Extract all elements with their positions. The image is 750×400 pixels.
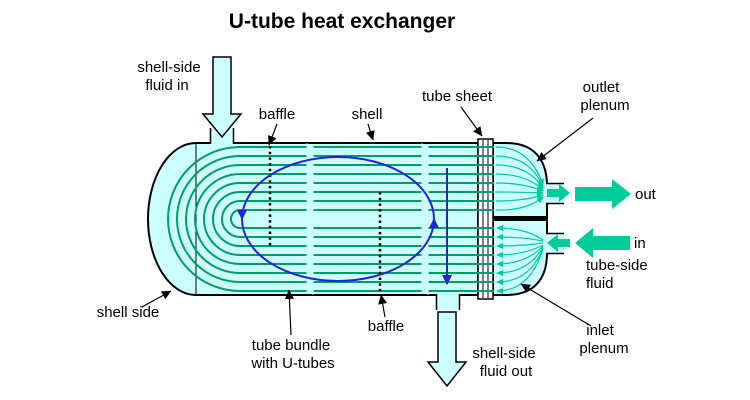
label-tube-bundle-line1: tube bundle — [252, 337, 330, 354]
shell-outline — [147, 142, 479, 296]
tube-sheet — [477, 138, 494, 300]
circulation-top-arc — [237, 156, 435, 220]
baffle-bottom-pointer — [378, 294, 388, 318]
label-shell-side: shell side — [97, 304, 160, 321]
circulation-bottom-arc — [241, 218, 439, 282]
shell-side-fluid-in-arrow — [201, 56, 243, 139]
baffle-top-pointer — [267, 123, 278, 146]
label-tube-sheet: tube sheet — [422, 88, 493, 105]
shell-pointer — [366, 123, 375, 141]
tube-bundle-pointer — [284, 289, 294, 336]
diagram-title: U-tube heat exchanger — [229, 10, 455, 33]
label-outlet-plenum-line1: outlet — [583, 79, 621, 96]
outlet-plenum-flow — [495, 146, 544, 211]
plenum-partition — [493, 216, 546, 221]
label-shell-side-fluid-out-line2: fluid out — [480, 363, 533, 380]
plenum-cap — [492, 142, 564, 296]
label-tube-bundle-line2: with U-tubes — [250, 355, 334, 372]
shell-side-pointer — [141, 290, 172, 308]
label-inlet-plenum-line2: plenum — [579, 340, 628, 357]
outlet-nozzle-arrow — [547, 184, 570, 202]
label-shell-side-fluid-out-line1: shell-side — [472, 345, 535, 362]
tube-sheet-pointer — [460, 106, 483, 137]
label-shell-side-fluid-in-line1: shell-side — [137, 59, 200, 76]
label-baffle-top: baffle — [259, 106, 295, 123]
label-baffle-bottom: baffle — [368, 318, 404, 335]
label-tube-side-fluid-line1: tube-side — [586, 257, 648, 274]
label-shell: shell — [352, 106, 383, 123]
inlet-plenum-flow — [496, 225, 544, 294]
label-outlet-plenum-line2: plenum — [580, 97, 629, 114]
label-pointers — [141, 106, 594, 336]
label-out: out — [635, 186, 657, 203]
label-tube-side-fluid-line2: fluid — [586, 275, 614, 292]
shell-side-fluid-out-arrow — [426, 311, 468, 388]
inlet-nozzle-arrow — [547, 234, 570, 252]
label-in: in — [634, 235, 646, 252]
inlet-plenum-pointer — [520, 283, 592, 327]
out-arrow — [575, 179, 631, 209]
in-arrow — [575, 228, 630, 258]
label-shell-side-fluid-in-line2: fluid in — [145, 77, 188, 94]
labels: shell-side fluid in baffle shell tube sh… — [97, 59, 657, 380]
shell-side-circulation — [237, 156, 452, 285]
label-inlet-plenum-line1: inlet — [586, 322, 614, 339]
outlet-plenum-pointer — [536, 117, 594, 162]
shell-outlet-nozzle — [435, 293, 461, 310]
